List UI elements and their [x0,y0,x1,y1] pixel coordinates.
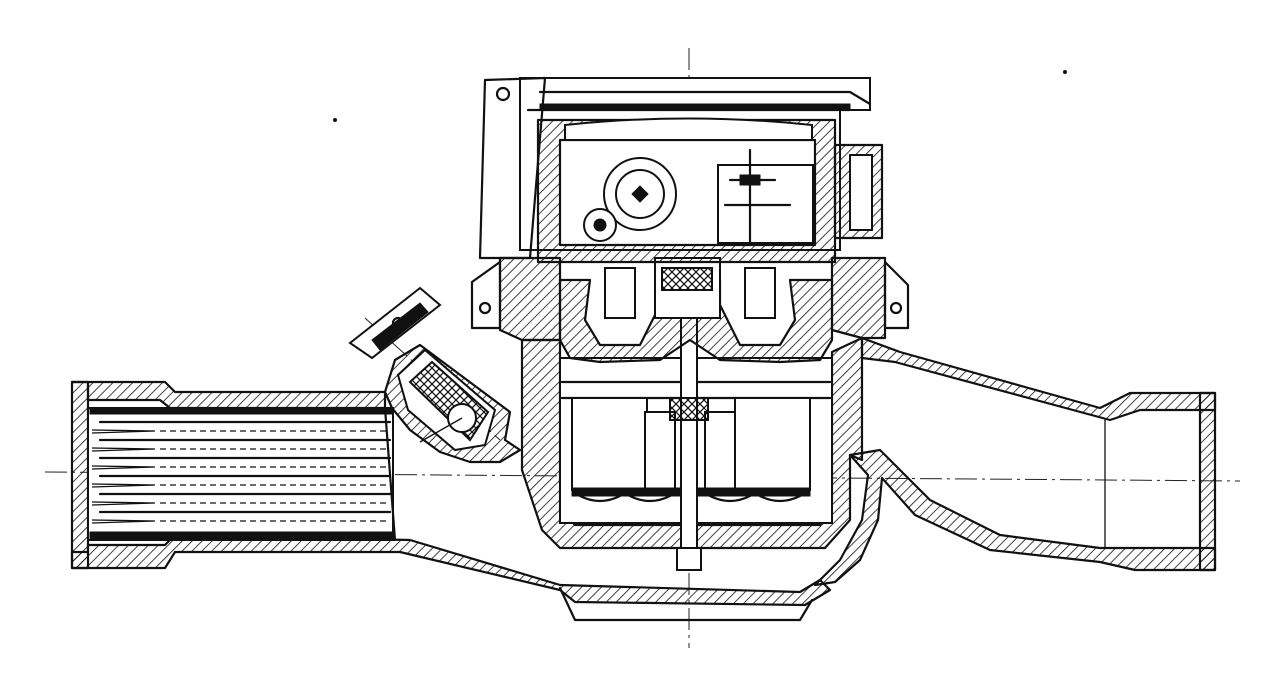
side-boss-window [849,154,873,231]
inlet-lower-wall [70,533,832,607]
right-mounting-lug [883,260,910,330]
valve-cap-band [371,302,429,351]
seat-left-wall [498,256,562,342]
lid-hinge [495,86,511,102]
bottom-sump-outline [558,586,814,622]
gear-left [604,267,636,319]
left-lug-hole [478,301,492,315]
valve-cap-screw [391,316,405,330]
counter-drum-gear [739,174,761,186]
impeller-right-vane [734,397,811,491]
inlet-upper-wall [70,380,387,410]
impeller-inner-right [704,411,736,491]
inlet-flange [70,380,90,570]
strainer-bottom-band [89,531,393,541]
register-glass [564,117,813,141]
strainer-fins [91,420,392,524]
right-lug-hole [889,301,903,315]
strainer-frame [87,407,394,541]
register-seat [470,256,910,364]
register-head [478,76,884,264]
gear-right [744,267,776,319]
seat-inner-dome [558,278,834,364]
lid-flap [478,76,547,260]
pipe-body [70,336,1217,622]
measuring-chamber [520,299,864,571]
outlet-lower-wall [813,448,1217,587]
small-dial-hub [593,218,607,232]
stray-dot [333,118,337,122]
left-mounting-lug [470,260,502,330]
strainer-end-line [383,406,397,542]
strainer-top-band [89,407,393,415]
stray-dot-2 [1063,70,1067,74]
impeller-base-arcs [578,494,802,503]
shaft-hub [669,397,709,421]
gear-teeth [661,267,713,291]
inlet-strainer [87,406,397,542]
lid-band [539,103,851,111]
shaft-nut [676,547,702,571]
outlet-flange [1198,391,1217,572]
seat-right-wall [830,256,887,340]
angled-valve-stub [348,286,522,464]
impeller-inner-left [644,411,676,491]
outlet-upper-wall [860,336,1217,422]
valve-lead-line [419,417,463,443]
impeller-left-vane [571,397,648,491]
large-dial-pointer [631,185,649,203]
